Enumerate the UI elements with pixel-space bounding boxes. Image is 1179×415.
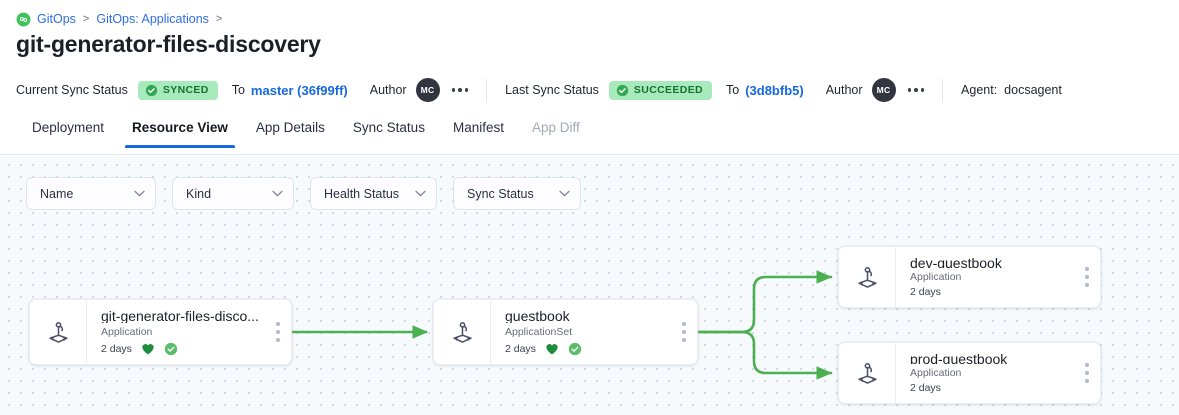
graph-node-git-generator-files-discovery[interactable]: git-generator-files-disco... Application…	[29, 299, 292, 365]
filter-health-status-label: Health Status	[324, 186, 400, 201]
tab-manifest[interactable]: Manifest	[452, 120, 504, 135]
check-circle-icon	[616, 84, 629, 96]
graph-node-guestbook[interactable]: guestbook ApplicationSet 2 days	[433, 299, 698, 365]
more-vertical-icon[interactable]	[1074, 247, 1100, 307]
status-badge-succeeded: SUCCEEDED	[608, 80, 712, 100]
node-title: dev-guestbook	[910, 255, 1002, 268]
chevron-down-icon	[415, 190, 426, 197]
agent-label: Agent:	[961, 83, 998, 97]
node-body: git-generator-files-disco... Application…	[86, 300, 265, 364]
avatar[interactable]: MC	[415, 78, 440, 102]
divider	[486, 79, 488, 101]
node-title: git-generator-files-disco...	[101, 308, 259, 324]
node-meta: 2 days	[910, 382, 1074, 395]
status-badge-synced-label: SYNCED	[162, 84, 209, 96]
node-body: guestbook ApplicationSet 2 days	[490, 300, 671, 364]
argocd-icon	[452, 321, 472, 343]
filter-sync-status-label: Sync Status	[467, 186, 534, 201]
last-sync-author-label: Author	[825, 83, 863, 97]
page-title: git-generator-files-discovery	[16, 31, 321, 57]
tab-resource-view[interactable]: Resource View	[118, 117, 242, 148]
argocd-icon	[857, 266, 877, 288]
node-meta: 2 days	[910, 286, 1074, 299]
more-vertical-icon[interactable]	[265, 300, 291, 364]
node-kind: Application	[910, 270, 962, 283]
breadcrumb-separator: >	[215, 13, 223, 25]
node-kind: ApplicationSet	[505, 326, 573, 339]
last-sync-to-label: To	[725, 83, 740, 97]
current-sync-to-label: To	[231, 83, 245, 97]
node-meta: 2 days	[101, 342, 265, 356]
check-circle-icon	[145, 84, 158, 96]
node-icon-wrap	[839, 247, 895, 307]
node-kind: Application	[101, 326, 153, 339]
edge-guestbook-to-prod	[696, 330, 833, 380]
graph-node-prod-guestbook[interactable]: prod-guestbook Application 2 days	[838, 342, 1101, 404]
last-sync-status-label: Last Sync Status	[505, 83, 599, 97]
filter-kind-label: Kind	[186, 186, 212, 201]
breadcrumb-separator: >	[82, 13, 90, 25]
filter-name-label: Name	[40, 186, 74, 201]
chevron-down-icon	[559, 190, 570, 197]
node-meta: 2 days	[505, 342, 671, 356]
graph-node-dev-guestbook[interactable]: dev-guestbook Application 2 days	[838, 246, 1101, 308]
check-circle-icon	[568, 342, 582, 356]
more-horizontal-icon[interactable]	[907, 88, 925, 92]
avatar[interactable]: MC	[871, 78, 896, 102]
gitops-icon	[16, 12, 31, 26]
node-icon-wrap	[839, 343, 895, 403]
filter-name-dropdown[interactable]: Name	[26, 177, 156, 210]
node-body: dev-guestbook Application 2 days	[895, 247, 1074, 307]
more-vertical-icon[interactable]	[1074, 343, 1100, 403]
check-circle-icon	[164, 342, 178, 356]
node-kind: Application	[910, 366, 962, 379]
node-age: 2 days	[101, 342, 132, 355]
chevron-down-icon	[272, 190, 283, 197]
current-sync-author-label: Author	[369, 83, 407, 97]
tab-sync-status[interactable]: Sync Status	[352, 120, 425, 135]
status-badge-succeeded-label: SUCCEEDED	[633, 84, 703, 96]
divider	[942, 79, 944, 101]
resource-graph-canvas[interactable]: Name Kind Health Status Sync Status	[0, 156, 1179, 415]
heart-icon	[142, 344, 154, 355]
filter-health-status-dropdown[interactable]: Health Status	[310, 177, 437, 210]
tab-app-diff: App Diff	[531, 120, 580, 135]
breadcrumb-link-gitops[interactable]: GitOps	[37, 12, 76, 26]
breadcrumb: GitOps > GitOps: Applications >	[16, 10, 223, 28]
more-horizontal-icon[interactable]	[451, 88, 469, 92]
current-sync-status-label: Current Sync Status	[16, 83, 128, 97]
node-body: prod-guestbook Application 2 days	[895, 343, 1074, 403]
node-title: prod-guestbook	[910, 351, 1008, 364]
edge-guestbook-to-dev	[696, 270, 833, 334]
argocd-icon	[857, 362, 877, 384]
filter-kind-dropdown[interactable]: Kind	[172, 177, 294, 210]
status-bar: Current Sync Status SYNCED To master (36…	[0, 72, 1179, 108]
node-age: 2 days	[910, 382, 941, 395]
agent-value: docsagent	[1004, 83, 1062, 97]
tab-deployment[interactable]: Deployment	[32, 120, 105, 135]
chevron-down-icon	[134, 190, 145, 197]
node-age: 2 days	[910, 286, 941, 299]
node-icon-wrap	[30, 300, 86, 364]
filter-bar: Name Kind Health Status Sync Status	[26, 177, 581, 210]
tab-bar: Deployment Resource View App Details Syn…	[0, 117, 1179, 155]
argocd-icon	[48, 321, 68, 343]
filter-sync-status-dropdown[interactable]: Sync Status	[453, 177, 581, 210]
tab-app-details[interactable]: App Details	[255, 120, 325, 135]
node-icon-wrap	[434, 300, 490, 364]
last-sync-revision-link[interactable]: (3d8bfb5)	[745, 82, 804, 98]
more-vertical-icon[interactable]	[671, 300, 697, 364]
status-badge-synced: SYNCED	[137, 80, 218, 100]
node-age: 2 days	[505, 342, 536, 355]
breadcrumb-link-applications[interactable]: GitOps: Applications	[96, 12, 209, 26]
heart-icon	[546, 344, 558, 355]
node-title: guestbook	[505, 308, 570, 324]
current-sync-revision-link[interactable]: master (36f99ff)	[250, 82, 348, 98]
